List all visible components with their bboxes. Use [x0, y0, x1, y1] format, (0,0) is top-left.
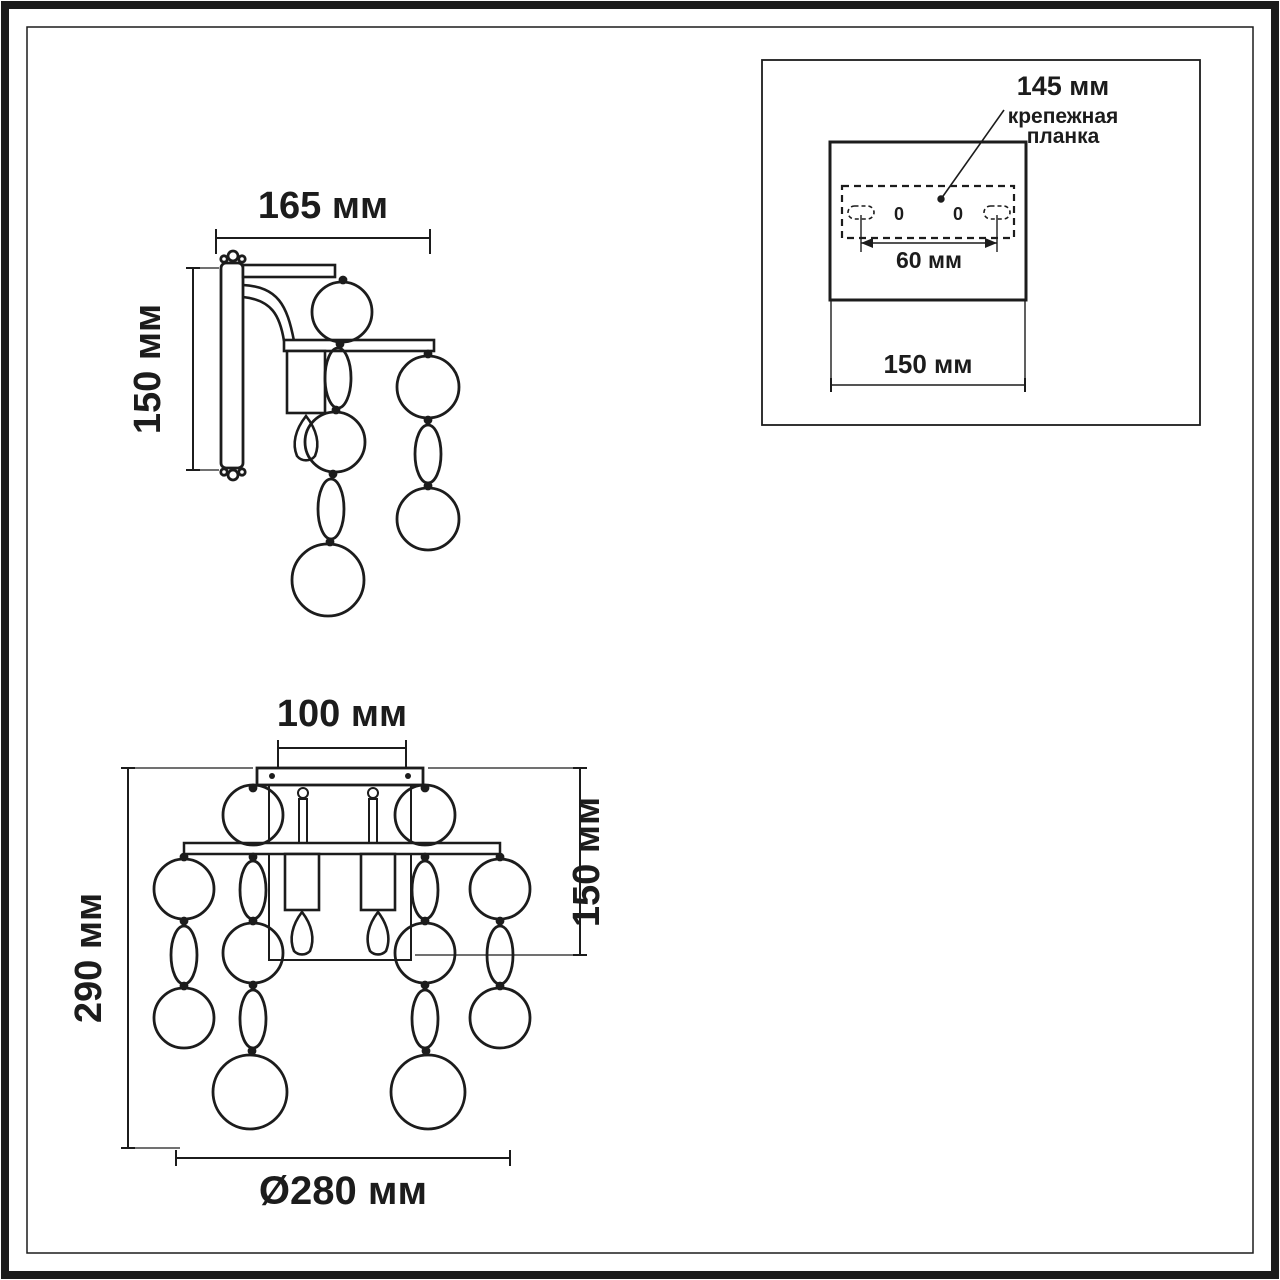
arms [241, 263, 436, 353]
chain-right [395, 349, 461, 552]
base-width-dimension [830, 300, 1026, 392]
mount-detail: 0 0 145 мм крепежная планка 60 мм 150 мм [761, 59, 1201, 426]
side-width-dimension [215, 229, 431, 254]
base-plate [828, 140, 1028, 302]
top-plate [255, 766, 425, 787]
base-width-label: 150 мм [883, 349, 972, 379]
inner-border [26, 26, 1254, 1254]
slot-hole-right [983, 205, 1011, 220]
front-view: 100 мм [68, 693, 608, 1213]
mount-rods [297, 787, 379, 846]
candle-bulb-right [366, 909, 390, 956]
mount-spacing-label: 100 мм [277, 693, 407, 735]
mount-spacing-dimension [277, 740, 407, 767]
wall-plate [219, 249, 247, 482]
hole-mark-left: 0 [894, 204, 904, 224]
plate-caption-line2: планка [1027, 125, 1100, 148]
hole-spacing-dimension [860, 215, 998, 252]
leader-line [940, 109, 1005, 200]
body-height-dimension [415, 767, 587, 956]
side-height-label: 150 мм [127, 304, 169, 434]
plate-width-label: 145 мм [1017, 71, 1110, 101]
detail-box [761, 59, 1201, 426]
hole-spacing-label: 60 мм [896, 247, 962, 273]
body-height-label: 150 мм [566, 797, 608, 927]
plate-caption-line1: крепежная [1008, 105, 1119, 128]
candle-bulb-left [290, 909, 314, 956]
chain-center [290, 275, 374, 618]
side-width-label: 165 мм [258, 185, 388, 227]
chain-outer-right [468, 852, 532, 1050]
side-height-dimension [186, 267, 219, 471]
total-height-label: 290 мм [68, 893, 110, 1023]
chain-outer-left [152, 852, 216, 1050]
candle-bulb [293, 413, 319, 462]
lamp-sockets [283, 852, 397, 956]
diameter-label: Ø280 мм [259, 1169, 427, 1213]
hole-mark-right: 0 [953, 204, 963, 224]
slot-hole-left [847, 205, 875, 220]
cross-bar [182, 841, 502, 856]
side-view: 165 мм 150 мм [127, 185, 461, 618]
diameter-dimension [175, 1150, 511, 1166]
chain-inner-left [211, 852, 289, 1131]
upper-flank-links [221, 783, 457, 847]
chain-inner-right [389, 852, 467, 1131]
body-frame [268, 784, 412, 961]
lamp-socket [285, 349, 327, 462]
total-height-dimension [121, 767, 253, 1149]
mounting-strip [840, 184, 1016, 240]
